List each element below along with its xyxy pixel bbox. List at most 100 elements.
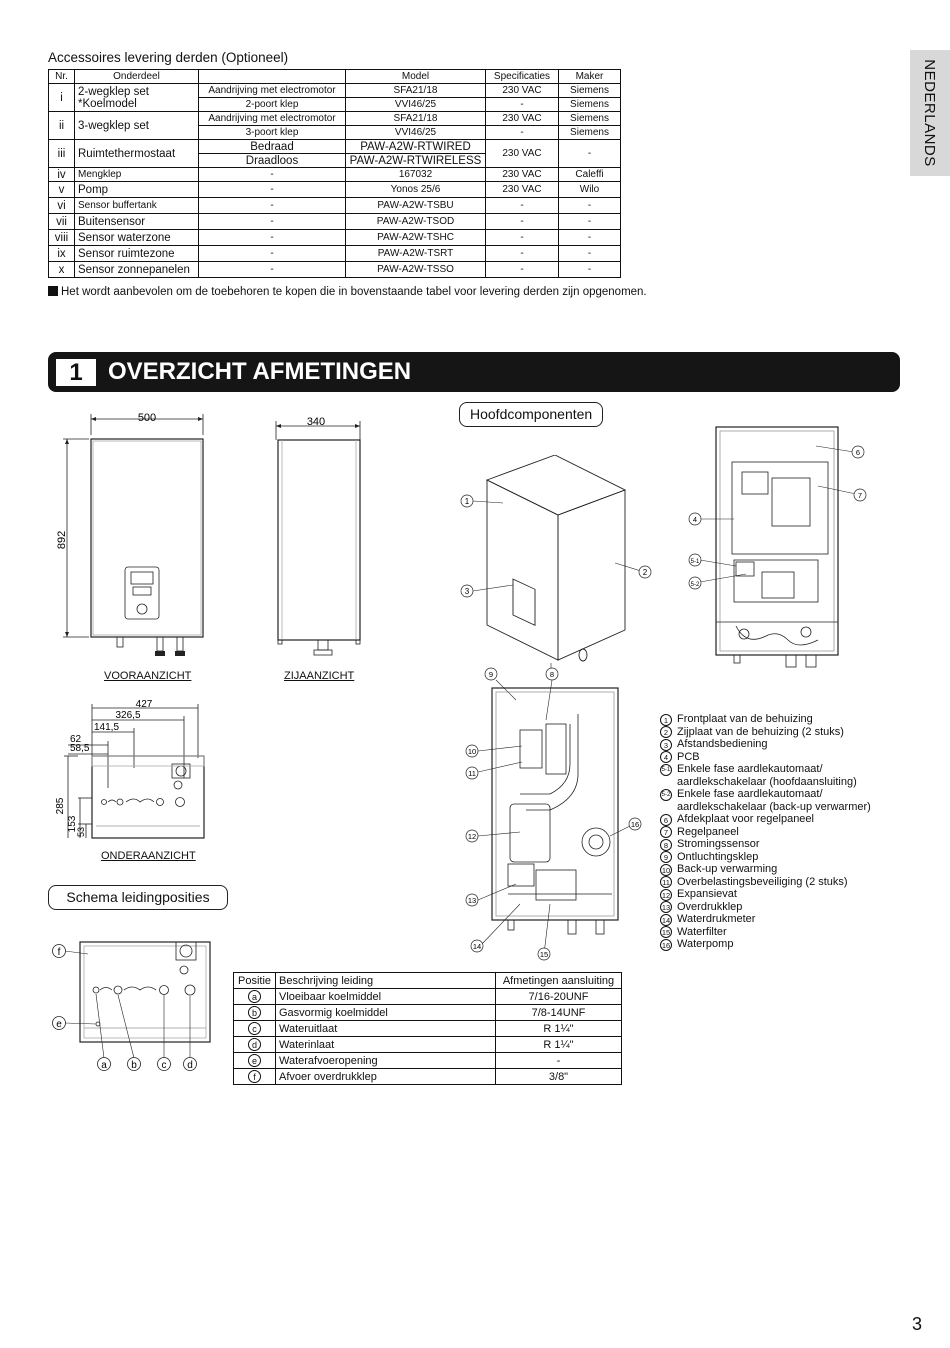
- cell-sub: -: [198, 181, 346, 198]
- cell-description: Wateruitlaat: [275, 1020, 496, 1037]
- component-text: Waterfilter: [677, 925, 727, 938]
- component-text: Expansievat: [677, 888, 737, 900]
- isometric-unit-drawing: 1 2 3: [460, 455, 652, 670]
- table-row: vi Sensor buffertank - PAW-A2W-TSBU - -: [48, 197, 621, 214]
- cell-part: Ruimtethermostaat: [74, 139, 199, 168]
- lower-mark-16: 16: [631, 820, 639, 829]
- table-row: i 2-wegklep set*Koelmodel Aandrijving me…: [48, 83, 621, 112]
- cell-model: VVI46/25: [345, 97, 486, 112]
- language-tab-label: NEDERLANDS: [921, 59, 939, 167]
- component-text: Overbelastingsbeveiliging (2 stuks): [677, 875, 848, 888]
- header-size: Afmetingen aansluiting: [495, 972, 622, 989]
- component-number: 10: [660, 863, 672, 876]
- pipe-mark-a: a: [101, 1060, 107, 1071]
- lower-mark-14: 14: [473, 942, 481, 951]
- upper-mark-5-1: 5-1: [691, 559, 700, 565]
- pipe-mark-e: e: [56, 1019, 62, 1030]
- square-bullet-icon: [48, 286, 58, 296]
- pipe-schema-title: Schema leidingposities: [48, 885, 228, 910]
- cell-sub: Bedraad: [198, 139, 346, 154]
- position-badge: d: [248, 1037, 261, 1051]
- section-number: 1: [56, 359, 96, 386]
- page-number: 3: [912, 1314, 923, 1334]
- component-text: Frontplaat van de behuizing: [677, 713, 813, 725]
- cell-description: Waterafvoeropening: [275, 1052, 496, 1069]
- cell-model: PAW-A2W-RTWIRED: [345, 139, 486, 154]
- component-text: Overdrukklep: [677, 900, 743, 913]
- component-number: 5-2: [660, 788, 672, 801]
- component-text: Waterdrukmeter: [677, 913, 756, 925]
- bottom-dim-153: 153: [67, 815, 78, 832]
- cell-model: Yonos 25/6: [345, 181, 486, 198]
- pipe-mark-b: b: [131, 1060, 137, 1071]
- component-number: 13: [660, 901, 672, 913]
- table-row: x Sensor zonnepanelen - PAW-A2W-TSSO - -: [48, 261, 621, 278]
- cell-part: Sensor ruimtezone: [74, 245, 199, 262]
- pipe-mark-f: f: [58, 947, 61, 958]
- main-components-title: Hoofdcomponenten: [459, 402, 604, 427]
- cell-sub: Draadloos: [198, 153, 346, 168]
- cell-maker: -: [558, 139, 621, 168]
- bottom-dim-62: 62: [70, 734, 82, 745]
- cell-description: Waterinlaat: [275, 1036, 496, 1053]
- header-description: Beschrijving leiding: [275, 972, 496, 989]
- component-text: Ontluchtingsklep: [677, 850, 759, 863]
- cell-maker: Siemens: [558, 97, 621, 112]
- component-number: 16: [660, 938, 672, 951]
- component-text: Back-up verwarming: [677, 863, 778, 875]
- table-row: a Vloeibaar koelmiddel 7/16-20UNF: [233, 988, 622, 1005]
- cell-sub: -: [198, 197, 346, 214]
- table-row: c Wateruitlaat R 1¼": [233, 1020, 622, 1037]
- table-row: iii Ruimtethermostaat Bedraad PAW-A2W-RT…: [48, 139, 621, 168]
- part-line: 2-wegklep set: [78, 85, 149, 98]
- lower-mark-10: 10: [468, 747, 476, 756]
- cell-maker: -: [558, 213, 621, 230]
- list-item: 14 Waterdrukmeter: [660, 913, 900, 926]
- cell-size: R 1¼": [495, 1020, 622, 1037]
- cell-spec: -: [485, 245, 559, 262]
- table-header-row: Nr. Onderdeel Model Specificaties Maker: [48, 69, 621, 84]
- cell-size: 3/8": [495, 1068, 622, 1085]
- component-text: Enkele fase aardlekautomaat/ aardlekscha…: [677, 763, 857, 788]
- cell-part: Sensor waterzone: [74, 229, 199, 246]
- cell-sub: Aandrijving met electromotor: [198, 111, 346, 126]
- table-row: ii 3-wegklep set Aandrijving met electro…: [48, 111, 621, 140]
- side-view-label: ZIJAANZICHT: [284, 670, 355, 682]
- component-number: 7: [660, 826, 672, 838]
- position-badge: b: [248, 1005, 261, 1019]
- cell-part: 2-wegklep set*Koelmodel: [74, 83, 199, 112]
- cell-nr: ix: [48, 245, 75, 262]
- position-badge: a: [248, 989, 261, 1003]
- list-item: 5-1 Enkele fase aardlekautomaat/ aardleks…: [660, 763, 900, 788]
- list-item: 13 Overdrukklep: [660, 900, 900, 913]
- front-view-label: VOORAANZICHT: [104, 670, 192, 682]
- cell-maker: -: [558, 261, 621, 278]
- cell-spec: -: [485, 197, 559, 214]
- pipe-table: Positie Beschrijving leiding Afmetingen …: [233, 972, 622, 1085]
- front-width-label: 500: [138, 412, 156, 424]
- front-view-drawing: 500 892: [56, 412, 204, 656]
- cell-description: Gasvormig koelmiddel: [275, 1004, 496, 1021]
- cell-position: c: [233, 1020, 276, 1037]
- pipe-mark-c: c: [162, 1060, 167, 1071]
- component-text: Afdekplaat voor regelpaneel: [677, 813, 814, 825]
- lower-mark-13: 13: [468, 896, 476, 905]
- bottom-view-drawing: 427 326,5 141,5 62 58,5 285 153 53: [55, 699, 205, 839]
- cell-part: Sensor buffertank: [74, 197, 199, 214]
- component-number: 5-1: [660, 763, 672, 776]
- cell-spec: 230 VAC: [485, 167, 559, 182]
- cell-model: SFA21/18: [345, 111, 486, 126]
- table-row: vii Buitensensor - PAW-A2W-TSOD - -: [48, 213, 621, 230]
- bottom-dim-326: 326,5: [115, 710, 140, 721]
- lower-mark-12: 12: [468, 832, 476, 841]
- component-number: 14: [660, 913, 672, 926]
- cell-nr: viii: [48, 229, 75, 246]
- bottom-dim-53: 53: [76, 827, 86, 837]
- cell-size: 7/16-20UNF: [495, 988, 622, 1005]
- table-row: b Gasvormig koelmiddel 7/8-14UNF: [233, 1004, 622, 1021]
- cell-spec: 230 VAC: [485, 139, 559, 168]
